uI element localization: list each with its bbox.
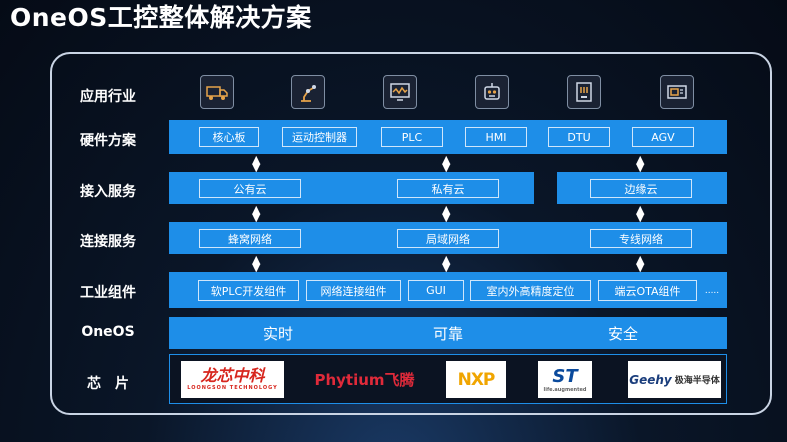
access-edge-cloud: 边缘云 bbox=[590, 179, 692, 198]
st-logo: ST life.augmented bbox=[538, 361, 592, 398]
updown-arrow: ▲▼ bbox=[442, 153, 451, 174]
row-label-chips: 芯 片 bbox=[87, 376, 129, 392]
robot-icon bbox=[475, 75, 509, 109]
updown-arrow: ▲▼ bbox=[442, 253, 451, 274]
comp-ota: 端云OTA组件 bbox=[598, 280, 697, 301]
comp-network: 网络连接组件 bbox=[306, 280, 401, 301]
geehy-name: Geehy bbox=[629, 372, 672, 387]
row-label-oneos: OneOS bbox=[81, 324, 135, 340]
updown-arrow: ▲▼ bbox=[636, 203, 645, 224]
access-private-cloud: 私有云 bbox=[397, 179, 499, 198]
comp-more: ..... bbox=[704, 285, 720, 296]
geehy-logo: Geehy 极海半导体 bbox=[628, 361, 721, 398]
hw-hmi: HMI bbox=[465, 127, 527, 147]
comp-soft-plc: 软PLC开发组件 bbox=[198, 280, 299, 301]
phytium-logo: Phytium飞腾 bbox=[294, 361, 435, 398]
access-bar-cloud bbox=[169, 172, 534, 204]
comp-gui: GUI bbox=[408, 280, 464, 301]
row-label-hardware: 硬件方案 bbox=[80, 133, 136, 149]
robot-arm-icon bbox=[291, 75, 325, 109]
page-title: OneOS工控整体解决方案 bbox=[10, 3, 312, 32]
updown-arrow: ▲▼ bbox=[252, 153, 261, 174]
agv-icon bbox=[660, 75, 694, 109]
hw-dtu: DTU bbox=[548, 127, 610, 147]
row-label-connect: 连接服务 bbox=[80, 234, 136, 250]
connect-cellular: 蜂窝网络 bbox=[199, 229, 301, 248]
oneos-reliable: 可靠 bbox=[432, 324, 463, 343]
hw-core-board: 核心板 bbox=[199, 127, 259, 147]
nxp-name: NXP bbox=[457, 369, 496, 390]
row-label-industry: 应用行业 bbox=[80, 89, 136, 105]
monitor-icon bbox=[383, 75, 417, 109]
oneos-secure: 安全 bbox=[607, 324, 638, 343]
loongson-sub: LOONGSON TECHNOLOGY bbox=[187, 385, 278, 391]
components-bar bbox=[169, 272, 727, 308]
st-name: ST bbox=[552, 365, 578, 387]
row-label-components: 工业组件 bbox=[80, 285, 136, 301]
updown-arrow: ▲▼ bbox=[636, 253, 645, 274]
updown-arrow: ▲▼ bbox=[442, 203, 451, 224]
st-sub: life.augmented bbox=[543, 386, 587, 393]
access-bar-edge bbox=[557, 172, 727, 204]
comp-positioning: 室内外高精度定位 bbox=[470, 280, 591, 301]
hw-agv: AGV bbox=[632, 127, 694, 147]
oneos-realtime: 实时 bbox=[262, 324, 293, 343]
geehy-cn: 极海半导体 bbox=[674, 376, 720, 386]
updown-arrow: ▲▼ bbox=[636, 153, 645, 174]
connect-bar bbox=[169, 222, 727, 254]
access-public-cloud: 公有云 bbox=[199, 179, 301, 198]
connect-lan: 局域网络 bbox=[397, 229, 499, 248]
hw-motion-controller: 运动控制器 bbox=[282, 127, 357, 147]
row-label-access: 接入服务 bbox=[80, 184, 136, 200]
connect-leased-line: 专线网络 bbox=[590, 229, 692, 248]
architecture-frame bbox=[50, 52, 772, 415]
truck-icon bbox=[200, 75, 234, 109]
hw-plc: PLC bbox=[381, 127, 443, 147]
plc-icon bbox=[567, 75, 601, 109]
nxp-logo: NXP bbox=[446, 361, 506, 398]
phytium-name: Phytium飞腾 bbox=[314, 371, 415, 389]
updown-arrow: ▲▼ bbox=[252, 203, 261, 224]
loongson-name: 龙芯中科 bbox=[200, 366, 265, 385]
oneos-bar bbox=[169, 317, 727, 349]
hardware-bar bbox=[169, 120, 727, 154]
updown-arrow: ▲▼ bbox=[252, 253, 261, 274]
loongson-logo: 龙芯中科 LOONGSON TECHNOLOGY bbox=[181, 361, 284, 398]
